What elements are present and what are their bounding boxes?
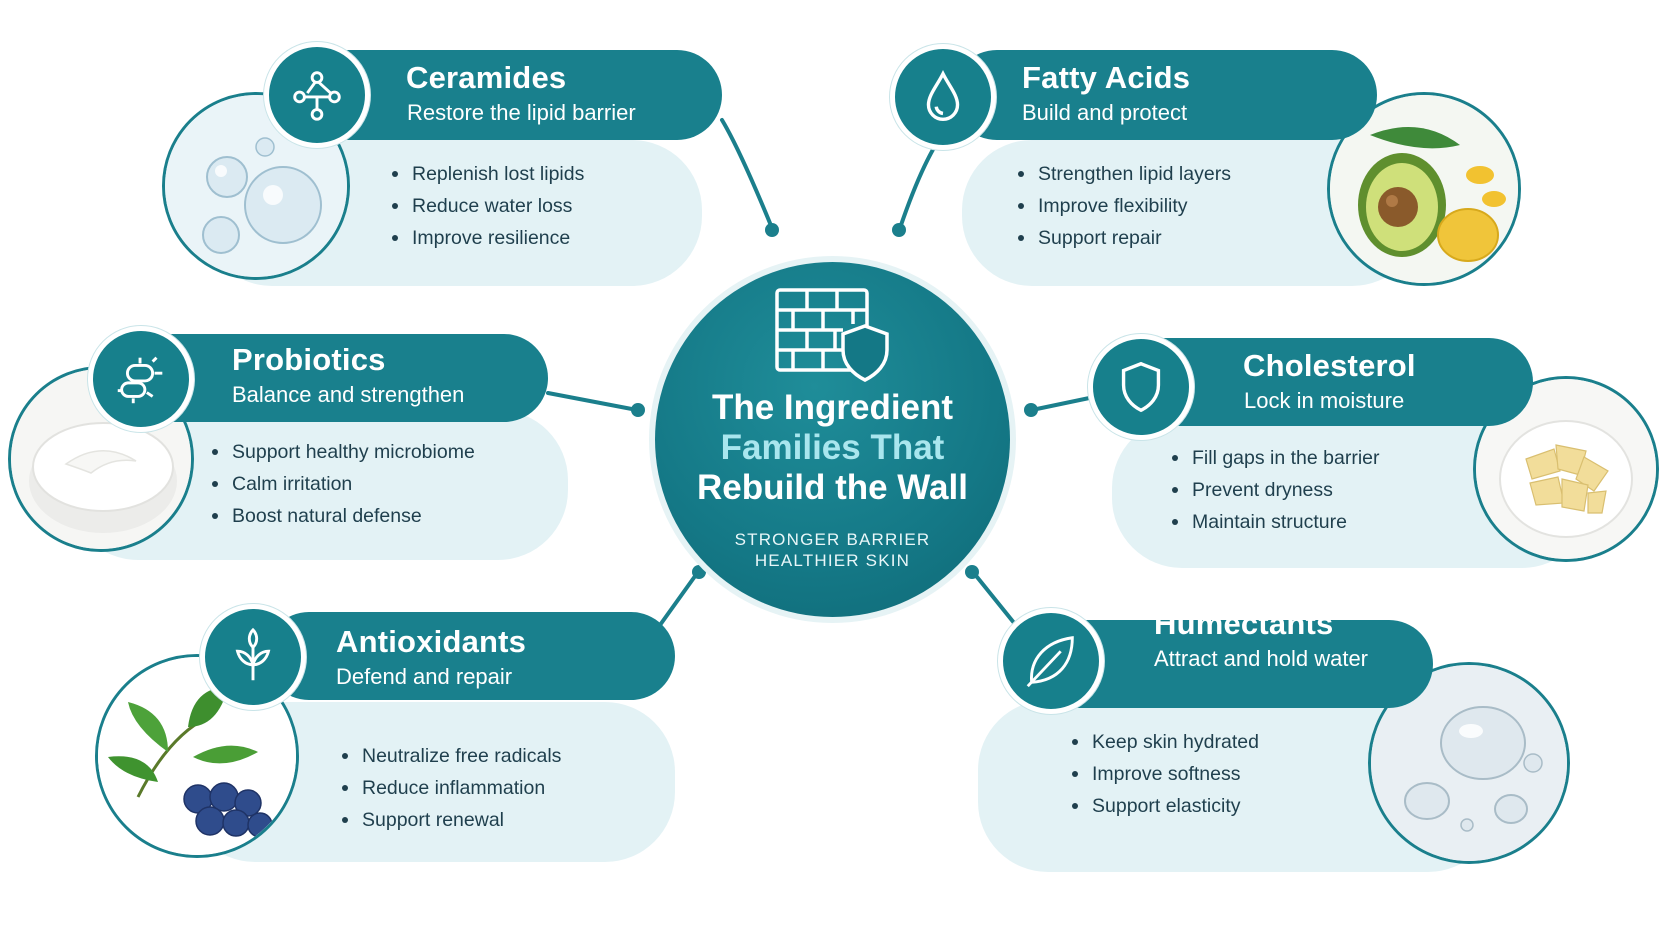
card-title: Humectants [1154,606,1334,641]
list-item: Reduce inflammation [340,772,561,804]
list-item: Fill gaps in the barrier [1170,442,1380,474]
card-antioxidants: Antioxidants Defend and repair Neutraliz… [95,604,675,872]
list-item: Prevent dryness [1170,474,1380,506]
cholesterol-icon-badge [1088,334,1194,440]
card-subtitle: Attract and hold water [1154,646,1369,671]
list-item: Maintain structure [1170,506,1380,538]
card-title: Probiotics [232,342,386,377]
list-item: Support healthy microbiome [210,436,475,468]
bullet-list: Support healthy microbiome Calm irritati… [210,436,475,532]
connector-ceramides [720,118,774,230]
bullet-list: Keep skin hydrated Improve softness Supp… [1070,726,1259,822]
connector-dot-ceramides [765,223,779,237]
card-title: Antioxidants [336,624,527,659]
list-item: Reduce water loss [390,190,584,222]
card-header [128,334,548,422]
list-item: Support elasticity [1070,790,1259,822]
card-probiotics: Probiotics Balance and strengthen Suppor… [8,326,568,570]
sprout-icon [235,627,271,681]
list-item: Strengthen lipid layers [1016,158,1231,190]
list-item: Calm irritation [210,468,475,500]
card-subtitle: Build and protect [1022,100,1188,125]
hub-tagline-line-2: HEALTHIER SKIN [754,551,911,570]
molecule-icon [293,71,341,121]
hub-title-line-2: Families That [720,428,945,467]
list-item: Improve softness [1070,758,1259,790]
bullet-list: Replenish lost lipids Reduce water loss … [390,158,584,254]
connector-dot-fatty-acids [892,223,906,237]
cholesterol-image [1473,376,1659,562]
fatty-acids-icon-badge [890,44,996,150]
antioxidants-image [95,654,299,858]
droplet-icon [926,69,960,121]
list-item: Boost natural defense [210,500,475,532]
leaf-icon [1026,636,1074,688]
list-item: Improve flexibility [1016,190,1231,222]
ceramides-icon-badge [264,42,370,148]
card-subtitle: Restore the lipid barrier [407,100,636,125]
list-item: Support renewal [340,804,561,836]
bullet-list: Fill gaps in the barrier Prevent dryness… [1170,442,1380,538]
card-ceramides: Ceramides Restore the lipid barrier Repl… [162,42,722,290]
antioxidants-icon-badge [200,604,306,710]
list-item: Replenish lost lipids [390,158,584,190]
card-title: Ceramides [406,60,567,95]
hub-tagline-line-1: STRONGER BARRIER [734,530,931,549]
hub-title-line-3: Rebuild the Wall [697,468,968,507]
card-header [952,50,1377,140]
bullet-list: Strengthen lipid layers Improve flexibil… [1016,158,1231,254]
card-subtitle: Lock in moisture [1244,388,1405,413]
card-header [302,50,722,140]
card-header [265,612,675,700]
card-fatty-acids: Fatty Acids Build and protect Strengthen… [890,44,1522,290]
fatty-acids-image [1327,92,1521,286]
card-subtitle: Defend and repair [336,664,513,689]
central-hub: The Ingredient Families That Rebuild the… [655,262,1010,617]
connector-dot-probiotics [631,403,645,417]
card-subtitle: Balance and strengthen [232,382,465,407]
humectants-icon-badge [998,608,1104,714]
bacteria-icon [117,356,163,404]
hub-title-line-1: The Ingredient [711,388,954,427]
brick-wall-shield-icon [775,288,889,382]
connector-dot-cholesterol [1024,403,1038,417]
probiotics-icon-badge [88,326,194,432]
list-item: Neutralize free radicals [340,740,561,772]
card-humectants: Humectants Attract and hold water Keep s… [978,606,1578,880]
card-title: Cholesterol [1243,348,1416,383]
card-cholesterol: Cholesterol Lock in moisture Fill gaps i… [1088,330,1668,580]
list-item: Keep skin hydrated [1070,726,1259,758]
list-item: Improve resilience [390,222,584,254]
list-item: Support repair [1016,222,1231,254]
bullet-list: Neutralize free radicals Reduce inflamma… [340,740,561,836]
shield-icon [1121,361,1161,413]
card-title: Fatty Acids [1022,60,1191,95]
